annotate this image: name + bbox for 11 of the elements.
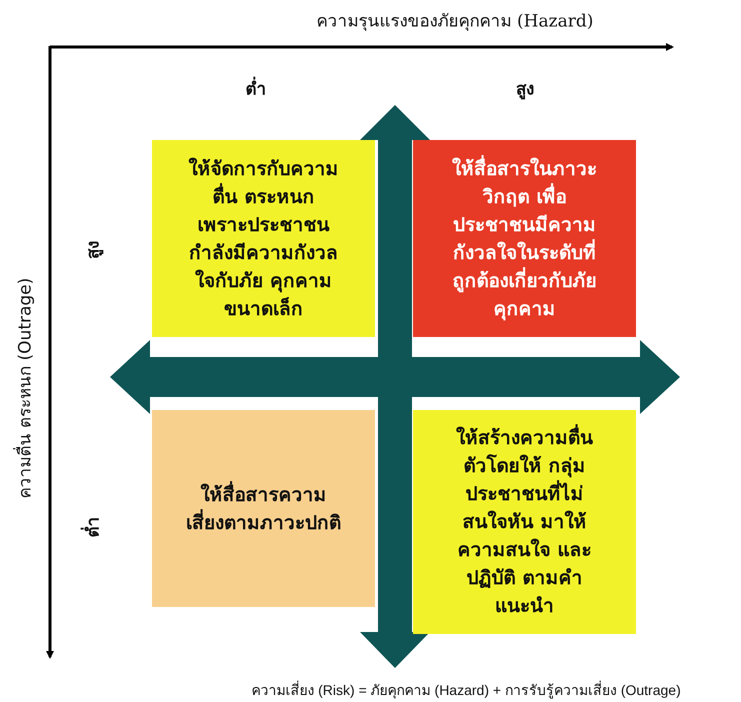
axis-level-label: ต่ำ bbox=[78, 516, 106, 538]
quadrant-box: ให้สื่อสารในภาวะวิกฤต เพื่อ ประชาชนมีความกังวลใจในระดับที่ถูกต้องเกี่ยวกับภัย คุกคาม bbox=[413, 140, 636, 337]
axis-level-label: สูง bbox=[516, 78, 534, 102]
quadrant-box: ให้สื่อสารความเสี่ยงตามภาวะปกติ bbox=[152, 410, 375, 607]
axis-title: ความตื่น ตระหนก (Outrage) bbox=[10, 278, 38, 498]
formula-note: ความเสี่ยง (Risk) = ภัยคุกคาม (Hazard) + การรับรู้ความเสี่ยง (Outrage) bbox=[251, 680, 681, 701]
axis-level-label: ต่ำ bbox=[246, 74, 266, 102]
quadrant-box: ให้สร้างความตื่นตัวโดยให้ กลุ่มประชาชนที่ไม่สนใจหัน มาให้ความสนใจ และปฏิบัติ ตามคำแนะนำ bbox=[413, 410, 636, 634]
quadrant-box: ให้จัดการกับความตื่น ตระหนก เพราะประชาชน กำลังมีความกังวลใจกับภัย คุกคามขนาดเล็ก bbox=[152, 140, 375, 337]
axis-title: ความรุนแรงของภัยคุกคาม (Hazard) bbox=[316, 10, 594, 34]
axis-level-label: สูง bbox=[82, 241, 104, 259]
